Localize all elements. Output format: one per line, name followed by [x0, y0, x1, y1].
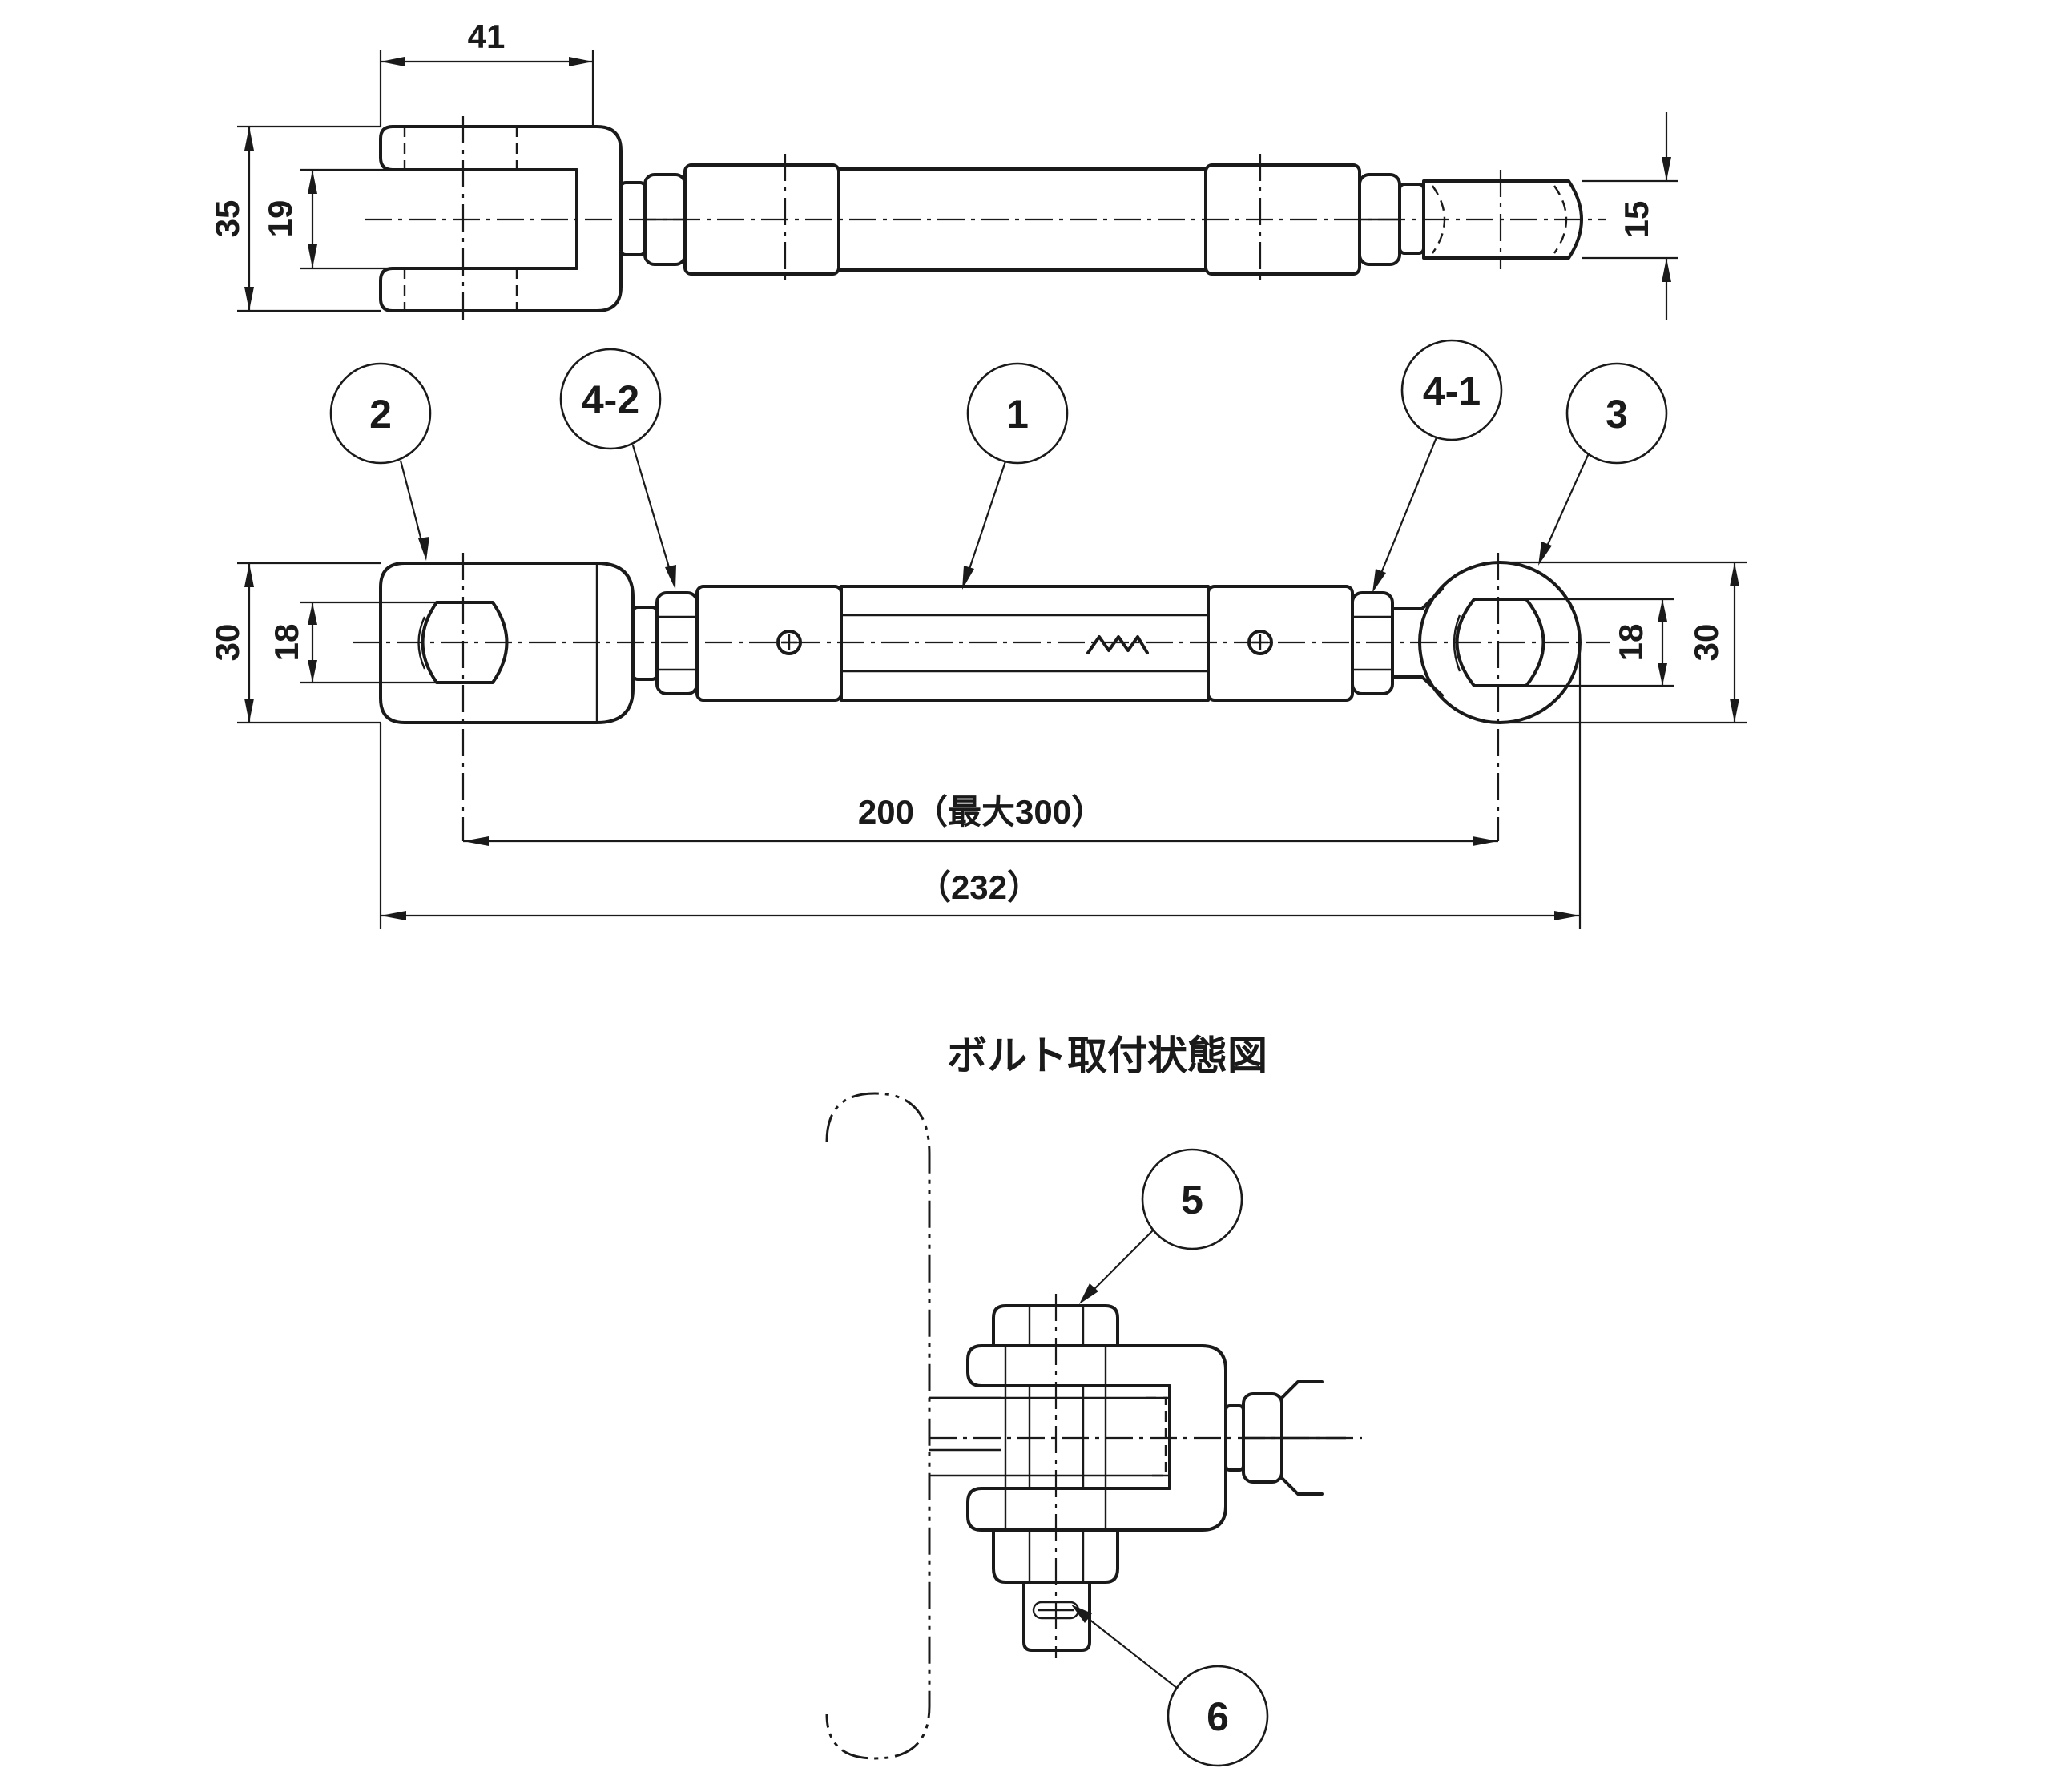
- dim-overall-length: （232）: [917, 868, 1041, 906]
- svg-text:3: 3: [1606, 392, 1628, 437]
- mounting-view: [825, 1092, 1362, 1760]
- phantom-bracket: [825, 1092, 931, 1760]
- balloon-2: [329, 362, 432, 465]
- bolt-nut: [992, 1528, 1119, 1584]
- top-view: [365, 116, 1606, 324]
- balloon-6: [1167, 1665, 1269, 1767]
- svg-text:5: 5: [1181, 1178, 1203, 1222]
- svg-text:4-2: 4-2: [582, 377, 639, 422]
- top-dimensions: 41 35 19 15: [208, 18, 1678, 320]
- dim-top-right-dia: 15: [1618, 201, 1655, 239]
- dim-top-height-inner: 19: [261, 200, 299, 238]
- svg-text:2: 2: [369, 392, 392, 437]
- dim-left-height-inner: 18: [268, 624, 305, 662]
- svg-text:1: 1: [1006, 392, 1029, 437]
- dim-top-height-outer: 35: [208, 200, 246, 238]
- balloon-3: [1565, 362, 1668, 465]
- balloon-4-1: [1400, 339, 1503, 441]
- svg-text:6: 6: [1207, 1694, 1229, 1739]
- balloons: 2 4-2 1 4-1 3 5 6: [329, 339, 1668, 1767]
- maker-mark: [1086, 635, 1149, 654]
- balloon-5: [1141, 1148, 1243, 1250]
- balloon-1: [966, 362, 1069, 465]
- left-hole: [421, 601, 509, 684]
- balloon-4-2: [559, 348, 662, 450]
- dim-center-distance: 200（最大300）: [858, 793, 1105, 831]
- side-dimensions: 30 18 18 30 200（最大300） （232）: [208, 561, 1747, 929]
- svg-text:4-1: 4-1: [1423, 368, 1481, 413]
- dim-left-height-outer: 30: [208, 624, 246, 662]
- dim-top-width: 41: [468, 18, 506, 55]
- top-rod-end: [1422, 179, 1583, 260]
- mounting-view-title: ボルト取付状態図: [947, 1033, 1267, 1079]
- dim-right-height-inner: 18: [1612, 624, 1650, 662]
- dim-right-height-outer: 30: [1687, 624, 1725, 662]
